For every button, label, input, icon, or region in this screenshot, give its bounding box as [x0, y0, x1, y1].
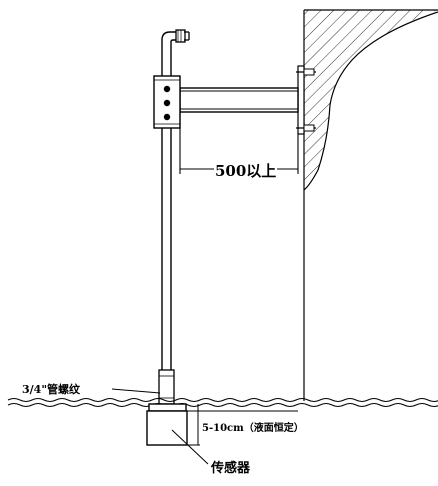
threaded-coupling: [158, 369, 175, 405]
thread-label: 3/4"管螺纹: [22, 383, 81, 396]
distance-label: 500以上: [214, 160, 278, 181]
thread-leader-line: [111, 388, 161, 394]
sensor-leader-line: [171, 429, 209, 465]
depth-dimension: [186, 404, 298, 446]
bracket-arm: [179, 87, 299, 113]
wall: [303, 0, 438, 401]
elbow-outlet: [161, 29, 190, 48]
sensor-label: 传感器: [211, 461, 251, 476]
pole-clamp: [153, 75, 181, 129]
sensor-body: [146, 403, 188, 446]
depth-label: 5-10cm（液面恒定）: [202, 423, 304, 434]
vertical-pole: [161, 48, 172, 370]
water-surface: [7, 398, 438, 407]
clamp-bolt-middle: [163, 99, 171, 107]
clamp-bolt-upper: [163, 85, 171, 93]
clamp-bolt-lower: [163, 113, 171, 121]
